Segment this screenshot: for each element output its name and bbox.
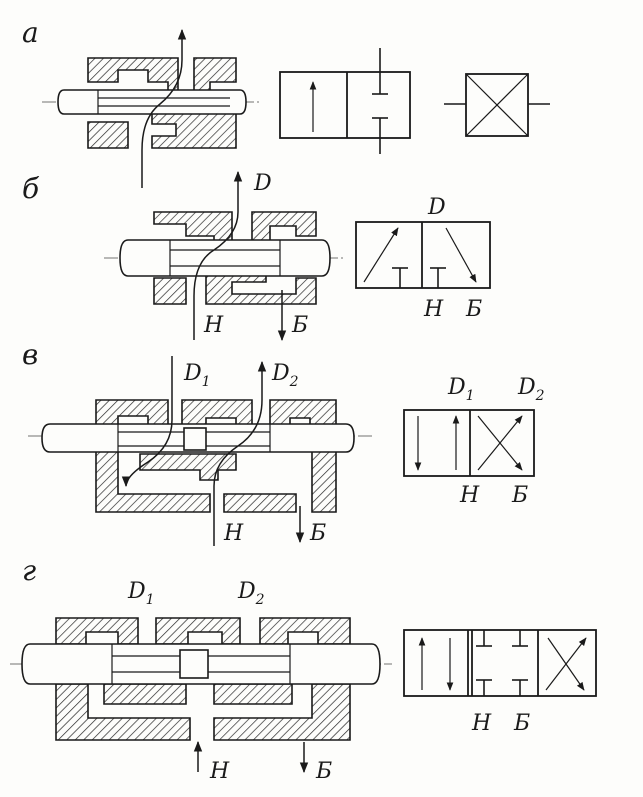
body-lower-right xyxy=(205,269,317,305)
port-label-b: Б xyxy=(309,521,326,546)
symbol-box xyxy=(403,409,535,477)
body-upper-middle xyxy=(155,617,241,645)
row-b-label: б xyxy=(22,172,40,205)
symbol-box xyxy=(465,73,529,137)
body-lower-left-inner xyxy=(103,683,187,705)
valve-v-section: D1 D2 Н Б xyxy=(28,356,372,546)
flow-arrow xyxy=(363,227,399,283)
symbol-box xyxy=(279,71,411,139)
body-upper-left xyxy=(153,211,233,247)
port-label-b: Б xyxy=(315,759,332,784)
flow-arrow xyxy=(547,637,585,691)
symbol-port-n: Н xyxy=(459,483,480,508)
flow-arrow xyxy=(121,356,173,488)
symbol-box xyxy=(355,221,491,289)
symbol-port-d2: D2 xyxy=(517,375,545,404)
symbol-port-n: Н xyxy=(471,711,492,736)
symbol-port-b: Б xyxy=(511,483,528,508)
port-label-d1: D1 xyxy=(183,361,211,390)
port-label-n: Н xyxy=(203,313,224,338)
body-lower-right-inner xyxy=(213,683,293,705)
port-label-d: D xyxy=(253,171,272,196)
port-label-n: Н xyxy=(209,759,230,784)
spool xyxy=(57,89,247,115)
flow-arrow xyxy=(477,415,523,471)
port-label-d2: D2 xyxy=(271,361,299,390)
port-label-d1: D1 xyxy=(127,579,155,608)
body-upper-left xyxy=(87,57,179,93)
row-v-label: в xyxy=(22,338,38,371)
flow-arrow xyxy=(213,360,267,546)
body-lower-middle xyxy=(139,453,237,481)
body-lower-right xyxy=(311,445,337,513)
row-b: б D Н Б D Н xyxy=(22,170,491,342)
symbol-port-b: Б xyxy=(465,297,482,322)
port-label-n: Н xyxy=(223,521,244,546)
flow-arrow xyxy=(193,170,243,340)
spool-center-land xyxy=(183,427,207,451)
body-lower-left xyxy=(87,121,129,149)
port-label-b: Б xyxy=(291,313,308,338)
valve-g-section: D1 D2 Н Б xyxy=(10,579,392,784)
symbol-port-d1: D1 xyxy=(447,375,475,404)
row-g-label: г xyxy=(22,554,36,587)
symbol-a-lock xyxy=(444,73,550,137)
body-upper-right xyxy=(259,617,351,645)
symbol-a-2pos xyxy=(279,48,411,154)
flow-arrow xyxy=(445,227,477,283)
body-lower-left xyxy=(153,277,187,305)
body-lower-right xyxy=(151,111,237,149)
row-v: в D1 D2 xyxy=(22,338,545,546)
symbol-b: D Н Б xyxy=(355,195,491,322)
port-label-d2: D2 xyxy=(237,579,265,608)
spool xyxy=(119,239,331,277)
row-a: а xyxy=(22,16,550,188)
symbol-port-d: D xyxy=(427,195,446,220)
valve-b-section: D Н Б xyxy=(104,170,344,342)
symbol-v: D1 D2 Н Б xyxy=(403,375,545,508)
symbol-g-3pos: Н Б xyxy=(403,629,597,736)
cross-line xyxy=(465,73,529,137)
flow-arrow xyxy=(141,28,187,188)
body-upper-right xyxy=(193,57,237,93)
row-a-label: а xyxy=(22,16,39,49)
symbol-port-b: Б xyxy=(513,711,530,736)
spool-center-land xyxy=(179,649,209,679)
symbol-port-n: Н xyxy=(423,297,444,322)
symbol-box xyxy=(403,629,597,697)
valve-a-section xyxy=(42,28,262,188)
body-upper-left xyxy=(55,617,139,645)
body-lower-center xyxy=(223,493,297,513)
row-g: г D1 D2 Н xyxy=(10,554,597,784)
